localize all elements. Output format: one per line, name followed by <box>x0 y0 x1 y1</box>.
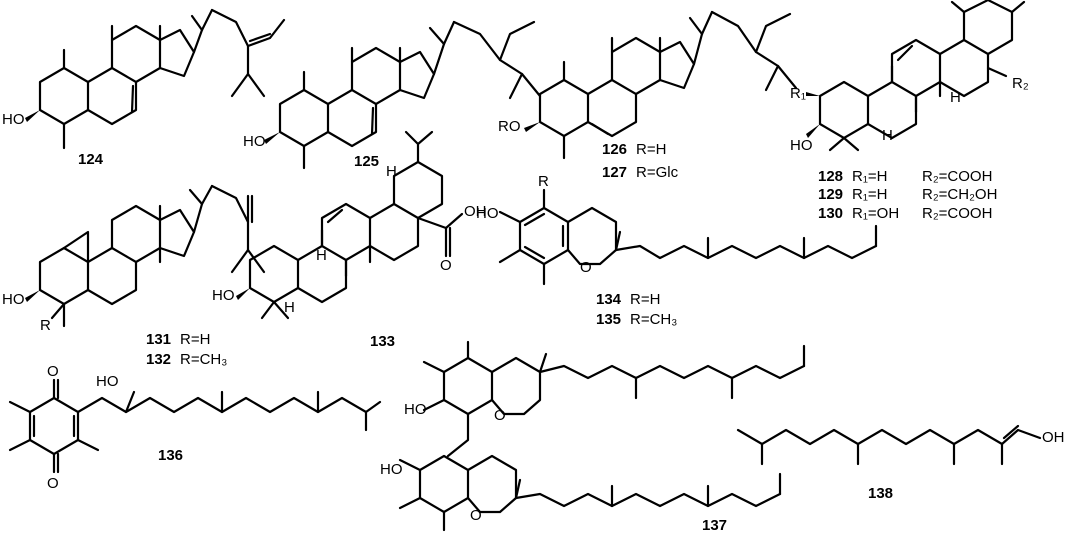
structure-126-127: RO 126 R=H 127 R=Glc <box>498 10 798 181</box>
group-r: R <box>538 173 549 190</box>
structure-125: HO 125 <box>243 20 542 170</box>
r2-128: R₂=COOH <box>922 168 992 185</box>
substituent-131: R=H <box>180 331 210 348</box>
substituent-126: R=H <box>636 141 666 158</box>
group-h-middle: H <box>316 247 327 264</box>
compound-label-129: 129 <box>818 186 843 203</box>
group-r: R <box>40 317 51 334</box>
group-oh: OH <box>464 203 487 220</box>
compound-label-124: 124 <box>78 151 104 168</box>
structure-133: OH O HO H H H 133 <box>212 130 487 350</box>
group-ho-lower: HO <box>380 461 403 478</box>
group-o-bottom: O <box>47 475 59 492</box>
group-o: O <box>580 259 592 276</box>
compound-label-137: 137 <box>702 517 727 534</box>
compound-label-128: 128 <box>818 168 843 185</box>
group-h-top: H <box>386 163 397 180</box>
substituent-134: R=H <box>630 291 660 308</box>
group-o-lower: O <box>470 507 482 524</box>
group-ro: RO <box>498 118 521 135</box>
compound-label-134: 134 <box>596 291 622 308</box>
structure-124: HO 124 <box>2 8 286 168</box>
group-r1: R₁ <box>790 85 806 102</box>
structure-138: OH 138 <box>736 424 1065 502</box>
r1-128: R₁=H <box>852 168 888 185</box>
compound-label-126: 126 <box>602 141 627 158</box>
compound-label-138: 138 <box>868 485 893 502</box>
compound-label-133: 133 <box>370 333 395 350</box>
group-ho: HO <box>243 133 266 150</box>
r1-129: R₁=H <box>852 186 888 203</box>
substituent-132: R=CH₃ <box>180 351 227 368</box>
compound-label-130: 130 <box>818 205 843 222</box>
group-h-lower: H <box>882 127 893 144</box>
r2-129: R₂=CH₂OH <box>922 186 997 203</box>
group-ho-upper: HO <box>404 401 427 418</box>
compound-label-136: 136 <box>158 447 183 464</box>
structure-128-130: R₁ R₂ HO H H 128 R₁=H R₂=COOH 129 R₁=H R… <box>790 0 1029 222</box>
compound-label-132: 132 <box>146 351 171 368</box>
compound-label-125: 125 <box>354 153 379 170</box>
structure-131-132: HO R 131 R=H 132 R=CH₃ <box>2 184 266 368</box>
compound-label-131: 131 <box>146 331 171 348</box>
r2-130: R₂=COOH <box>922 205 992 222</box>
group-ho: HO <box>2 111 25 128</box>
group-ho: HO <box>212 287 235 304</box>
group-ho: HO <box>790 137 813 154</box>
r1-130: R₁=OH <box>852 205 899 222</box>
structure-134-135: R HO O 134 R=H 135 R=CH₃ <box>476 173 878 328</box>
group-ho: HO <box>2 291 25 308</box>
compound-label-135: 135 <box>596 311 621 328</box>
group-h-upper: H <box>950 89 961 106</box>
group-r2: R₂ <box>1012 75 1029 92</box>
group-o: O <box>440 257 452 274</box>
group-oh: OH <box>1042 429 1065 446</box>
substituent-127: R=Glc <box>636 164 679 181</box>
structure-136: O O HO 136 <box>8 363 382 492</box>
group-ho: HO <box>96 373 119 390</box>
group-o-upper: O <box>494 407 506 424</box>
group-o-top: O <box>47 363 59 380</box>
substituent-135: R=CH₃ <box>630 311 677 328</box>
structure-137: O HO HO O 137 <box>380 340 806 534</box>
compound-label-127: 127 <box>602 164 627 181</box>
group-ho: HO <box>476 205 499 222</box>
group-h-bottom: H <box>284 299 295 316</box>
